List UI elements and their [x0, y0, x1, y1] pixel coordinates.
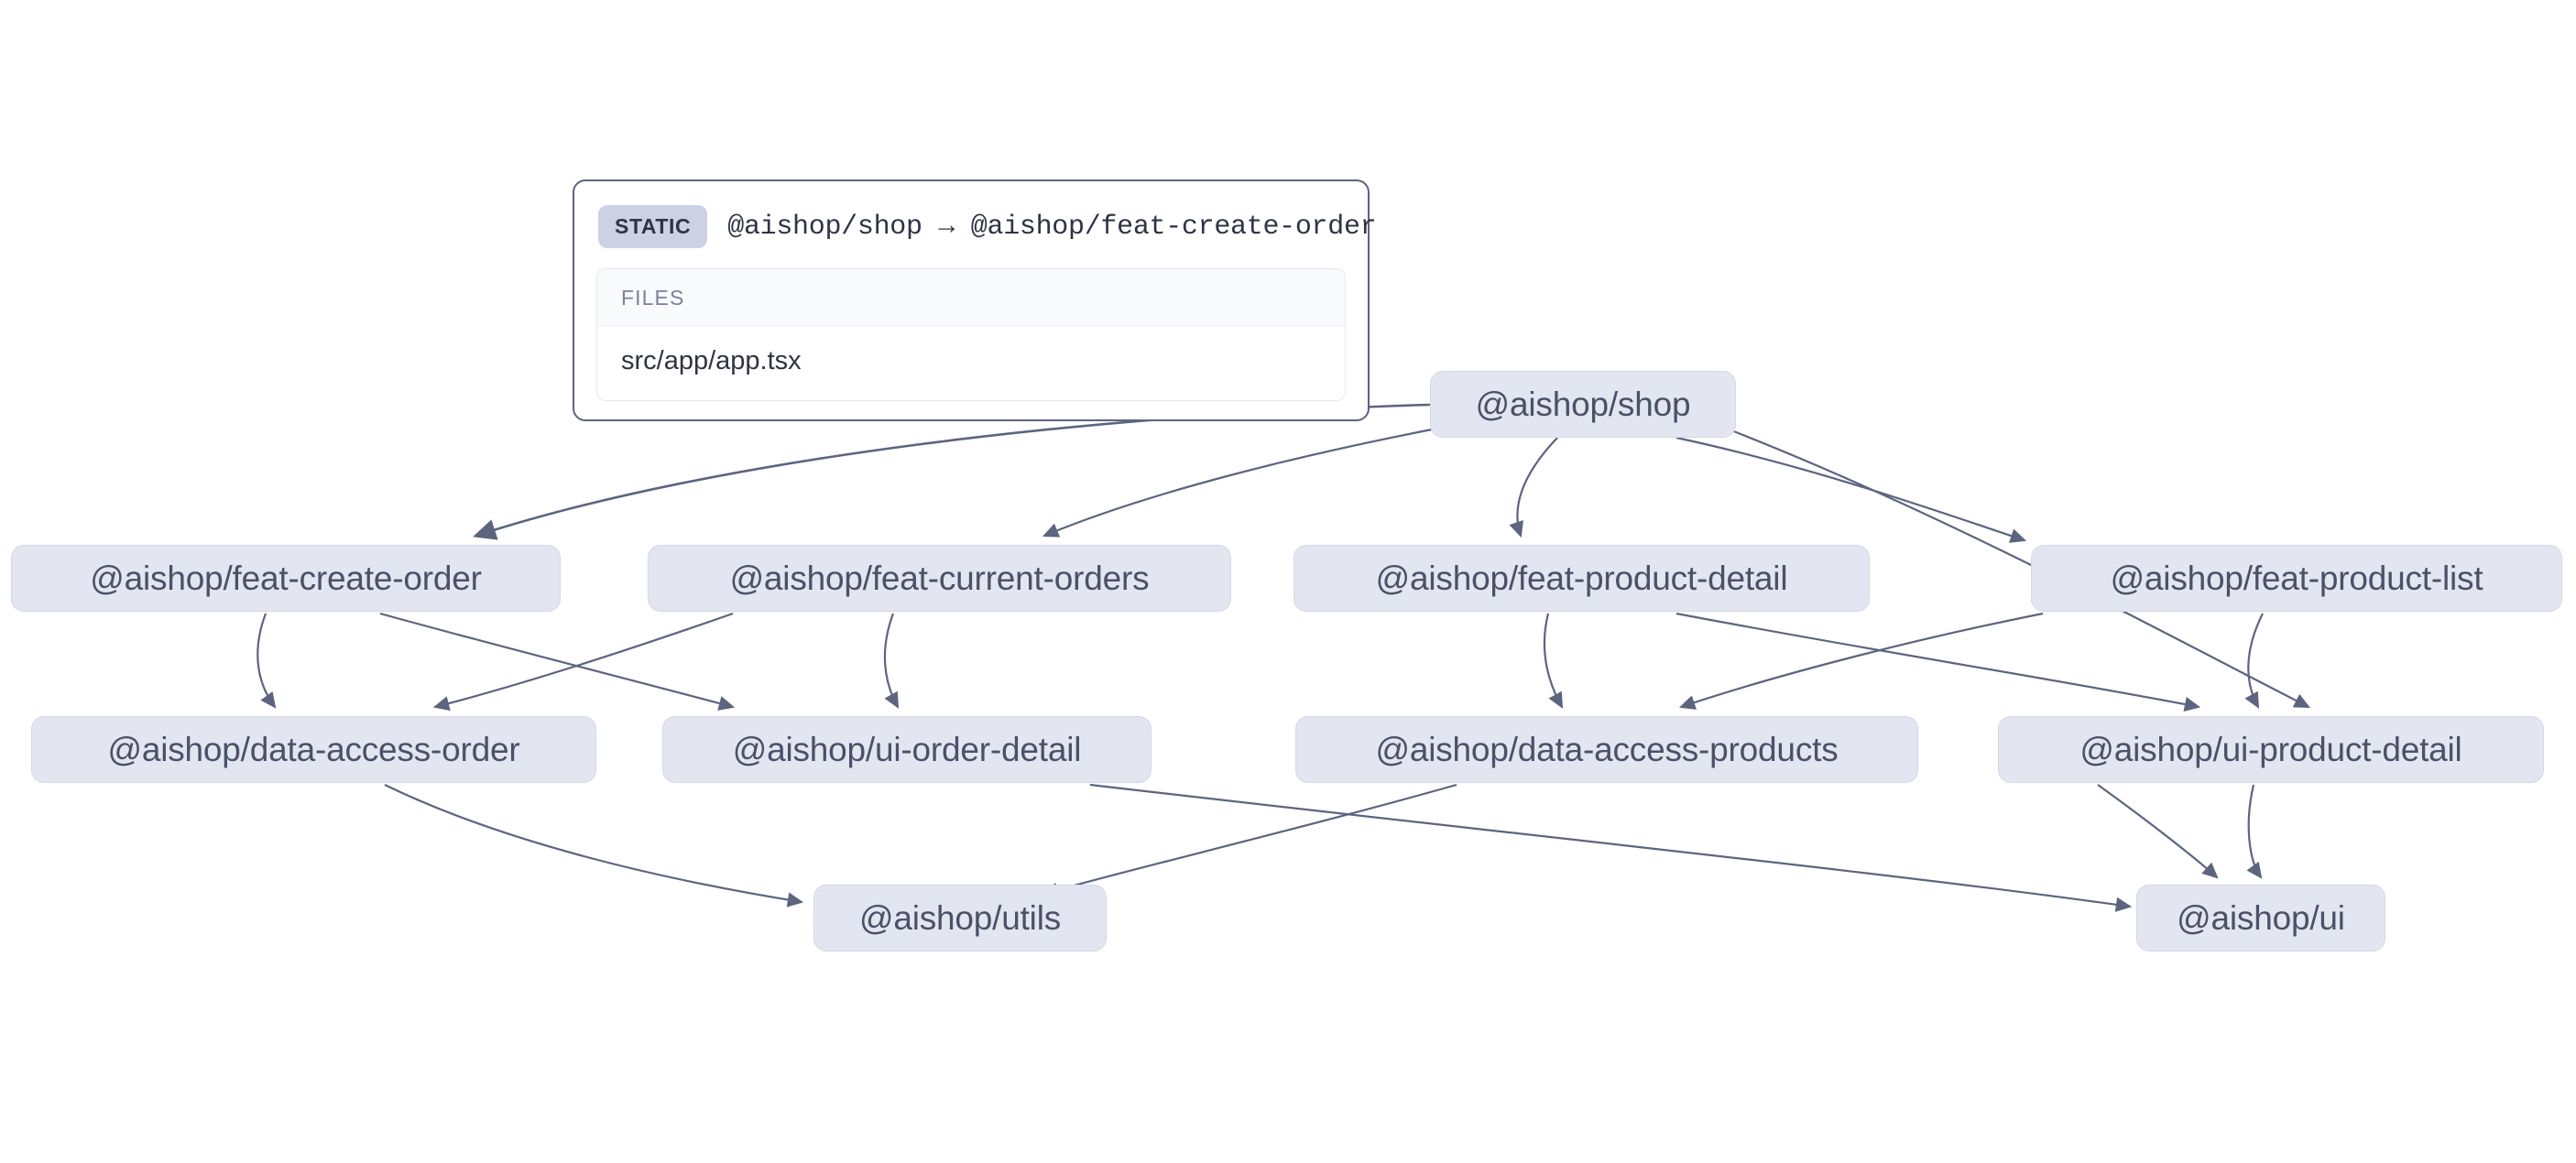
graph-edge-shop-to-feat-product-list[interactable] [1675, 436, 2027, 543]
graph-node-label: @aishop/shop [1475, 385, 1691, 423]
graph-edge-feat-product-detail-to-data-access-products[interactable] [1543, 613, 1564, 709]
edge-card-header: STATIC @aishop/shop → @aishop/feat-creat… [596, 201, 1377, 268]
file-row[interactable]: src/app/app.tsx [621, 346, 802, 375]
graph-edge-feat-product-detail-to-ui-product-detail[interactable] [1675, 612, 2201, 712]
graph-edge-data-access-products-to-utils[interactable] [1042, 783, 1457, 897]
graph-edge-feat-product-list-to-ui-product-detail[interactable] [2244, 613, 2264, 709]
edge-target-label: @aishop/feat-create-order [970, 211, 1377, 243]
edge-detail-card: STATIC @aishop/shop → @aishop/feat-creat… [573, 179, 1377, 421]
graph-node-shop[interactable]: @aishop/shop [1430, 371, 1736, 438]
graph-node-data-access-products[interactable]: @aishop/data-access-products [1295, 716, 1918, 783]
static-badge: STATIC [598, 205, 708, 248]
graph-node-ui[interactable]: @aishop/ui [2136, 885, 2385, 951]
edge-arrow-glyph: → [938, 211, 955, 243]
graph-edge-feat-product-list-to-data-access-products[interactable] [1678, 612, 2044, 710]
graph-edge-ui-order-detail-to-ui[interactable] [1089, 783, 2133, 912]
graph-node-label: @aishop/data-access-products [1375, 730, 1839, 768]
graph-edge-shop-to-feat-current-orders[interactable] [1042, 427, 1437, 538]
graph-node-label: @aishop/ui-product-detail [2079, 730, 2462, 768]
graph-edge-feat-current-orders-to-ui-order-detail[interactable] [883, 613, 900, 709]
arrow-right-icon [922, 212, 939, 243]
graph-node-label: @aishop/ui-order-detail [732, 730, 1082, 768]
graph-node-ui-product-detail[interactable]: @aishop/ui-product-detail [1998, 716, 2544, 783]
graph-node-label: @aishop/feat-current-orders [729, 559, 1150, 597]
edge-layer [257, 403, 2310, 912]
graph-node-data-access-order[interactable]: @aishop/data-access-order [31, 716, 596, 783]
graph-node-label: @aishop/feat-product-list [2110, 559, 2483, 597]
graph-node-label: @aishop/feat-product-detail [1375, 559, 1788, 597]
graph-node-utils[interactable]: @aishop/utils [813, 885, 1107, 951]
graph-node-feat-product-detail[interactable]: @aishop/feat-product-detail [1293, 545, 1870, 612]
files-list: src/app/app.tsx [597, 326, 1345, 400]
graph-edge-ui-product-detail-to-ui[interactable] [2246, 784, 2263, 879]
graph-edge-ui-product-detail-to-ui[interactable] [2097, 784, 2219, 879]
files-panel-header: FILES [597, 269, 1345, 326]
graph-edge-feat-create-order-to-ui-order-detail[interactable] [379, 612, 736, 711]
graph-node-feat-product-list[interactable]: @aishop/feat-product-list [2031, 545, 2562, 612]
graph-edge-data-access-order-to-utils[interactable] [384, 784, 804, 908]
files-panel: FILES src/app/app.tsx [596, 268, 1346, 401]
graph-edge-shop-to-feat-product-detail[interactable] [1509, 437, 1558, 538]
edge-title-spacer [955, 212, 971, 243]
graph-edge-feat-create-order-to-data-access-order[interactable] [257, 613, 277, 709]
edge-title: @aishop/shop → @aishop/feat-create-order [727, 212, 1376, 243]
graph-node-label: @aishop/utils [858, 898, 1062, 937]
graph-node-feat-current-orders[interactable]: @aishop/feat-current-orders [648, 545, 1231, 612]
graph-node-label: @aishop/feat-create-order [90, 559, 482, 597]
graph-node-label: @aishop/ui [2177, 898, 2345, 937]
graph-node-ui-order-detail[interactable]: @aishop/ui-order-detail [662, 716, 1152, 783]
edge-source-label: @aishop/shop [727, 211, 922, 243]
graph-edge-shop-to-feat-create-order[interactable] [473, 403, 1431, 540]
graph-node-feat-create-order[interactable]: @aishop/feat-create-order [11, 545, 561, 612]
graph-edge-feat-current-orders-to-data-access-order[interactable] [432, 612, 734, 712]
graph-node-label: @aishop/data-access-order [107, 730, 520, 768]
